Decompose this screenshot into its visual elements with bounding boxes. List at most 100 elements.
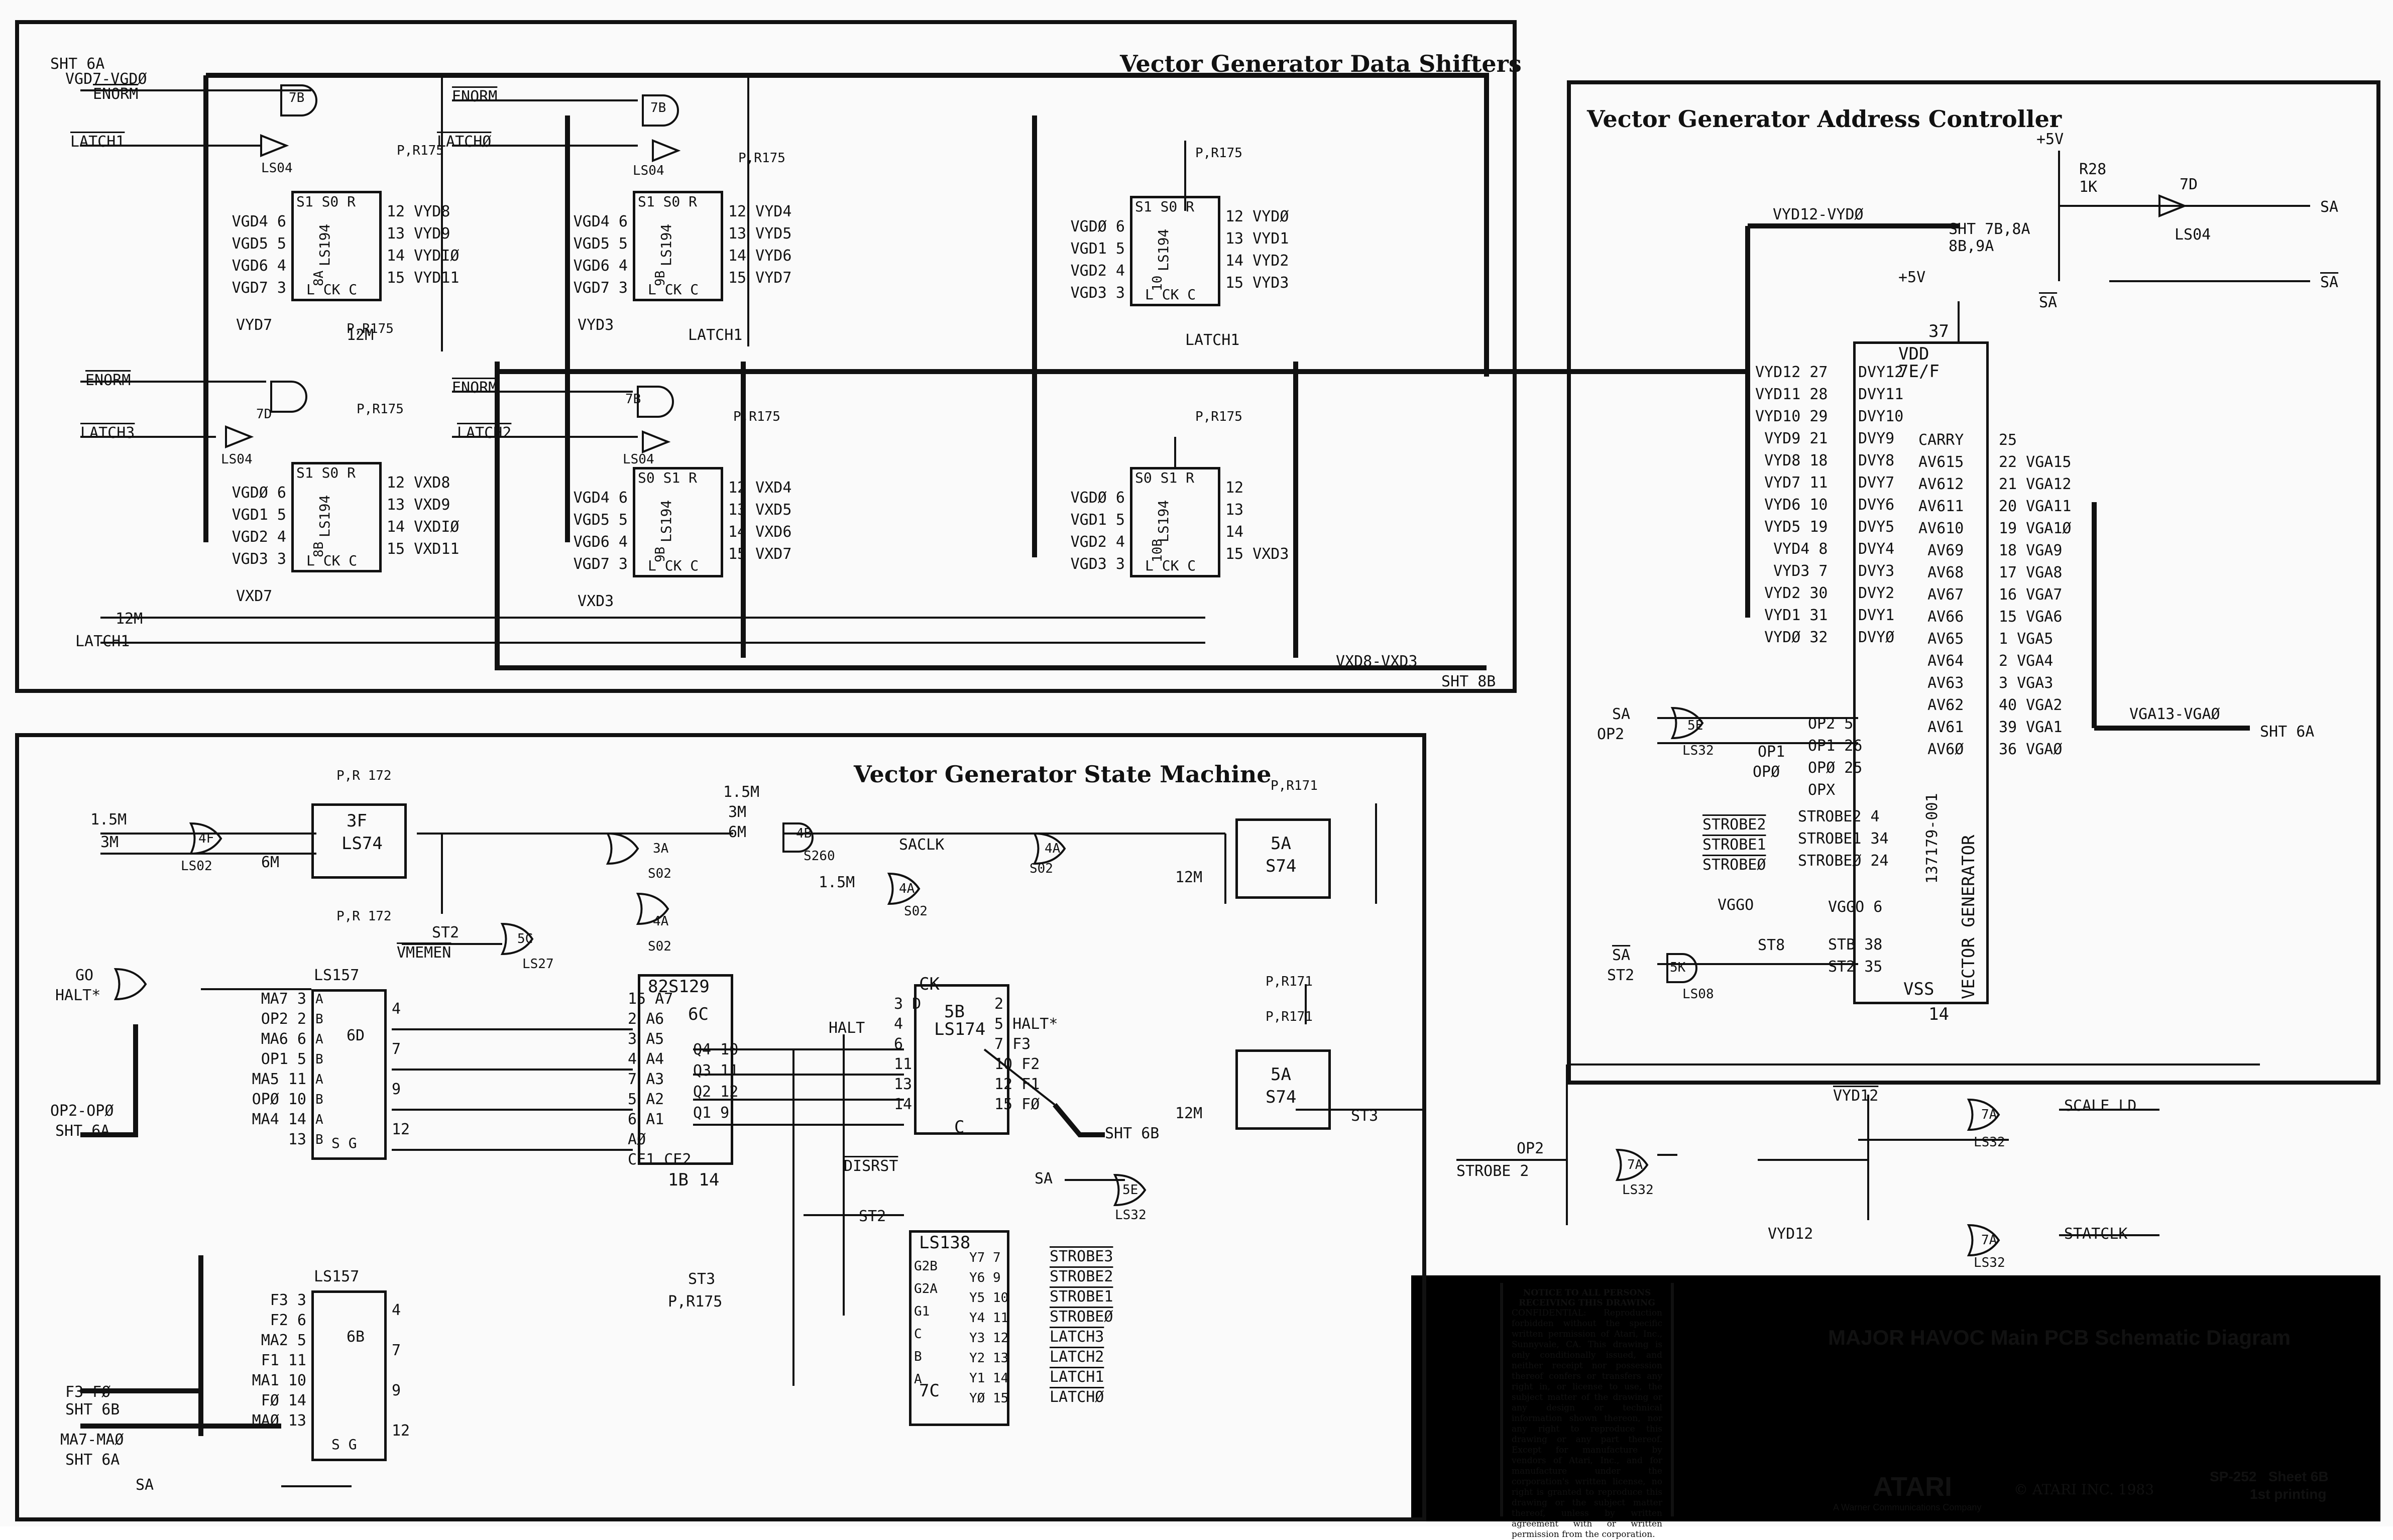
addr-r28-val: 1K	[2079, 178, 2098, 196]
addr-r28: R28	[2079, 161, 2107, 178]
sm-decoder-loc: 7C	[919, 1381, 940, 1401]
sm-ff-5b	[914, 984, 1009, 1135]
pullup-label-g: P,R175	[347, 321, 394, 336]
sm-st2: ST2	[432, 924, 460, 941]
shift-bottom-latch1: LATCH1	[75, 633, 130, 650]
sm-pr175: P,R175	[668, 1293, 723, 1311]
sm-1-5m-b: 1.5M	[819, 874, 855, 891]
shift-in-enorm-3: ENORM	[85, 372, 131, 389]
mux-bottom-outs: 4 7 9 12	[392, 1301, 410, 1440]
sm-prom-outs: Q4 10 Q3 11 Q2 12 Q1 9	[693, 1041, 739, 1122]
sm-6m: 6M	[261, 854, 280, 871]
shifter-chip-clk-4: L CK C	[648, 557, 699, 574]
shifter-chip-ins-1: VGD4 6 VGD5 5 VGD6 4 VGD7 3	[573, 213, 628, 297]
sm-gate-4a: 4A	[653, 914, 669, 929]
atari-brand: ATARI	[1873, 1472, 1952, 1502]
vector-generator-chip	[1853, 341, 1989, 1004]
shift-in-latch0: LATCHØ	[437, 133, 492, 151]
sm-12m-b: 12M	[1175, 1105, 1203, 1122]
sm-ff-5b-outs: 2 5 HALT* 7 F3 10 F2 12 F1 15 FØ	[994, 995, 1058, 1113]
sm-ma-sheet: SHT 6A	[65, 1451, 120, 1469]
decoder-out-2: STROBE1	[1050, 1288, 1113, 1306]
sm-go: GO	[75, 967, 94, 984]
mux-top-outs: 4 7 9 12	[392, 1000, 410, 1138]
mux-bottom-ins: F3 3 F2 6 MA2 5 F1 11 MA1 10 FØ 14 MAØ 1…	[252, 1291, 306, 1430]
shifter-chip-outs-5: 12 13 14 15 VXD3	[1225, 479, 1289, 563]
address-controller-panel	[1567, 80, 2380, 1085]
sm-ff-5a	[1235, 818, 1331, 899]
vg-chip-role: VECTOR GENERATOR	[1959, 835, 1979, 999]
vg-strobe-pins: STROBE2 4 STROBE1 34 STROBEØ 24	[1798, 808, 1889, 870]
sm-ff-5a-2-loc: 5A	[1271, 1064, 1291, 1085]
shifter-chip-ins-2: VGDØ 6 VGD1 5 VGD2 4 VGD3 3	[1070, 218, 1125, 302]
gate-ls04-c: LS04	[221, 452, 253, 467]
mux-bottom-name: LS157	[314, 1268, 360, 1285]
sm-gate-4b: 4B	[796, 826, 812, 841]
shifter-chip-below-0: VYD7	[236, 316, 273, 334]
sm-pull-171-b: P,R171	[1266, 974, 1313, 989]
shifter-chip-ins-5: VGDØ 6 VGD1 5 VGD2 4 VGD3 3	[1070, 489, 1125, 573]
shift-in-latch2: LATCH2	[457, 424, 512, 442]
address-controller-title: Vector Generator Address Controller	[1587, 105, 2062, 133]
sm-f-bus: F3-FØ	[65, 1383, 111, 1401]
shifter-chip-below-1: VYD3	[578, 316, 614, 334]
shifter-chip-below-3: VXD7	[236, 587, 273, 605]
sm-ff-5b-ck: CK	[919, 974, 940, 994]
pullup-label-a: P,R175	[397, 143, 444, 158]
shifter-chip-ctl-0: S1 S0 R	[296, 193, 356, 210]
shifter-chip-name-5: LS194	[1155, 500, 1172, 542]
sm-f-sheet: SHT 6B	[65, 1401, 120, 1418]
shifter-chip-1	[633, 191, 723, 301]
shifter-chip-4	[633, 467, 723, 577]
scale-ls32-2: LS32	[1622, 1182, 1654, 1198]
mux-bottom-foot: S G	[331, 1436, 357, 1453]
shift-in-enorm-4: ENORM	[452, 379, 498, 397]
vg-op-pins: OP2 5 OP1 26 OPØ 25 OPX	[1808, 715, 1863, 799]
sm-ff-5b-name: LS174	[934, 1019, 986, 1039]
sm-op-bus: OP2-OPØ	[50, 1102, 114, 1120]
vg-chip-vdd: VDD	[1898, 344, 1929, 364]
gate-ls04-b: LS04	[633, 163, 664, 178]
scale-vyd12-in: VYD12	[1833, 1087, 1879, 1105]
shifter-chip-ctl-3: S1 S0 R	[296, 464, 356, 481]
addr-sa-bar-out: SA	[2320, 274, 2339, 291]
addr-vcc2: +5V	[1898, 269, 1926, 286]
addr-op1-in: OP1	[1758, 743, 1785, 761]
data-shifters-panel	[15, 20, 1517, 693]
data-shifters-title: Vector Generator Data Shifters	[1120, 50, 1522, 77]
gate-ls04-d: LS04	[623, 452, 654, 467]
shifter-chip-clk-1: L CK C	[648, 281, 699, 298]
shifter-chip-ctl-1: S1 S0 R	[638, 193, 698, 210]
shifter-chip-clk-in-1: LATCH1	[688, 326, 743, 344]
sm-ff-3f	[311, 803, 407, 879]
vg-st-pins: STB 38 ST2 35	[1828, 936, 1883, 976]
decoder-out-7: LATCHØ	[1050, 1388, 1104, 1406]
sm-op-sheet: SHT 6A	[55, 1122, 110, 1140]
scale-gate-7a-3: 7A	[1981, 1233, 1997, 1248]
sm-12m-a: 12M	[1175, 869, 1203, 886]
shifter-chip-name-4: LS194	[658, 500, 674, 542]
sm-f-bus-sheet: SHT 6B	[1105, 1125, 1160, 1142]
vg-left-pins: VYD12 27 VYD11 28 VYD10 29 VYD9 21 VYD8 …	[1755, 364, 1828, 646]
sm-ff-5a-loc: 5A	[1271, 834, 1291, 854]
mux-top-ab: A B A B A B A B	[315, 992, 323, 1147]
warner-text: A Warner Communications Company	[1833, 1502, 1982, 1512]
vg-inner-right: CARRY AV615 AV612 AV611 AV610 AV69 AV68 …	[1918, 431, 1964, 758]
sm-gate-4a-3: 4A	[1045, 841, 1061, 856]
sm-decoder-name: LS138	[919, 1233, 971, 1253]
shifter-chip-clk-in-2: LATCH1	[1185, 331, 1240, 349]
vg-bus-out-sheet: SHT 6A	[2260, 723, 2315, 741]
addr-op2-in: OP2	[1597, 726, 1625, 743]
sm-decoder	[909, 1230, 1009, 1426]
shifter-chip-outs-2: 12 VYDØ 13 VYD1 14 VYD2 15 VYD3	[1225, 208, 1289, 292]
vg-chip-part: 137179-001	[1923, 793, 1941, 884]
shifter-chip-ctl-5: S0 S1 R	[1135, 469, 1195, 486]
sm-prom-loc: 6C	[688, 1004, 709, 1024]
addr-strobe0-in: STROBEØ	[1702, 856, 1766, 874]
doc-number: SP-252 Sheet 6B	[2210, 1469, 2329, 1484]
gate-7b-b: 7B	[650, 100, 666, 115]
sm-clk-6m: 6M	[728, 823, 747, 841]
shift-bus-out: VXD8-VXD3	[1336, 653, 1418, 670]
addr-sa-in-2: SA	[1612, 946, 1631, 964]
